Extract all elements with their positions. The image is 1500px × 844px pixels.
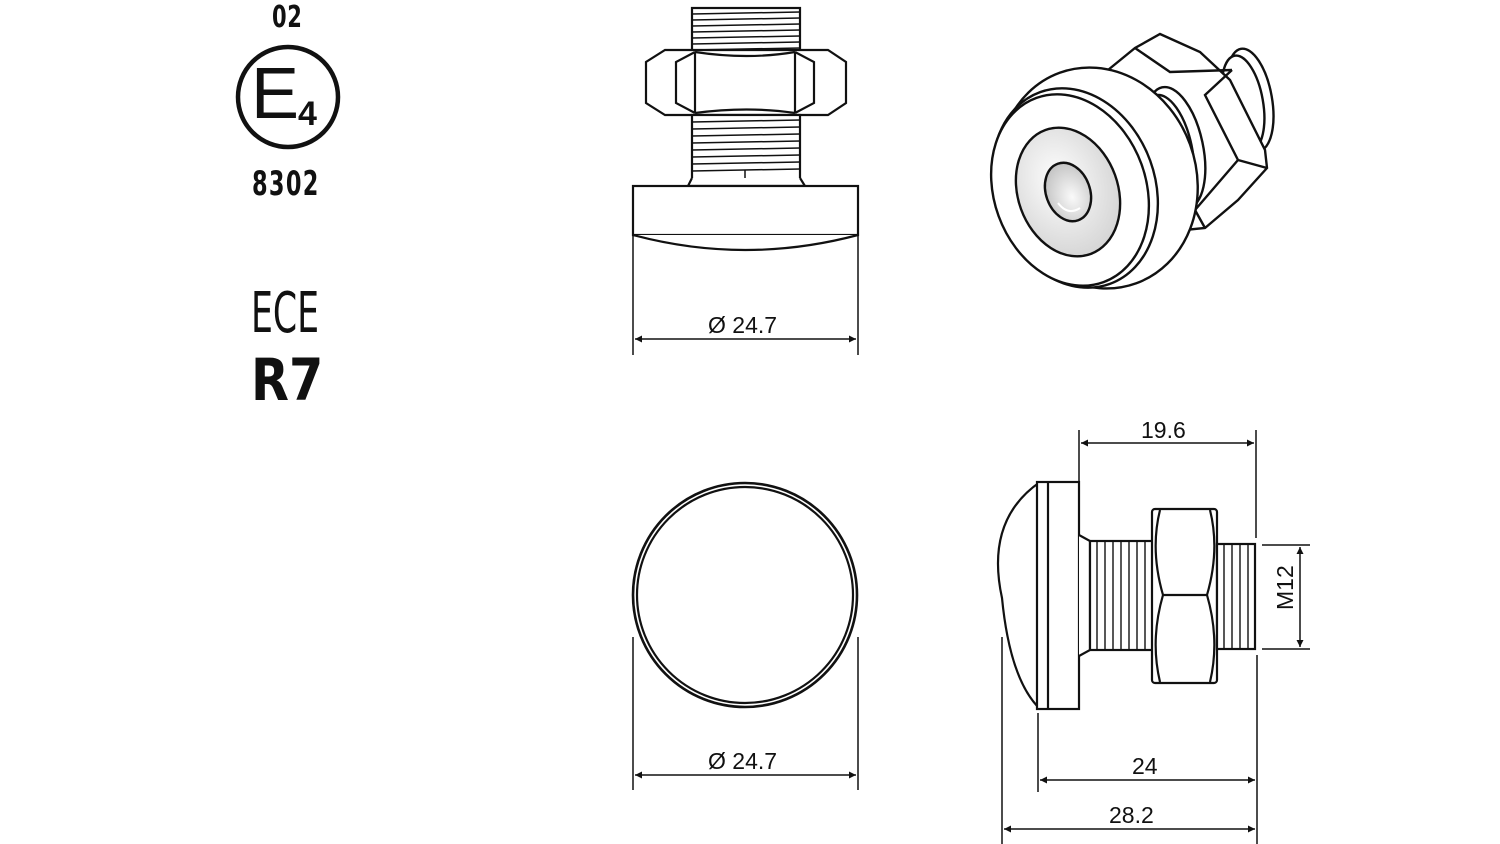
e-mark-icon — [235, 44, 341, 150]
front-view-diameter-label: Ø 24.7 — [708, 312, 778, 338]
shaft-length-label: 24 — [1132, 753, 1158, 779]
top-view-drawing — [631, 481, 859, 709]
front-view-drawing — [631, 6, 860, 252]
standard-number: R7 — [251, 346, 324, 414]
thread-length-label: 19.6 — [1141, 417, 1186, 443]
top-view-diameter-label: Ø 24.7 — [708, 748, 778, 774]
approval-prefix: 02 — [272, 0, 303, 35]
thread-size-label: M12 — [1272, 565, 1298, 610]
standard-name: ECE — [251, 281, 320, 346]
total-length-label: 28.2 — [1109, 802, 1154, 828]
side-view-drawing — [996, 480, 1257, 711]
side-view-dimensions — [1001, 430, 1310, 844]
e-mark-letter: E — [251, 54, 300, 134]
isometric-view-drawing — [989, 32, 1275, 290]
front-view-dimension — [632, 235, 859, 355]
top-view-dimension — [632, 637, 859, 790]
e-mark-country-code: 4 — [298, 95, 317, 133]
approval-number: 8302 — [252, 164, 320, 204]
